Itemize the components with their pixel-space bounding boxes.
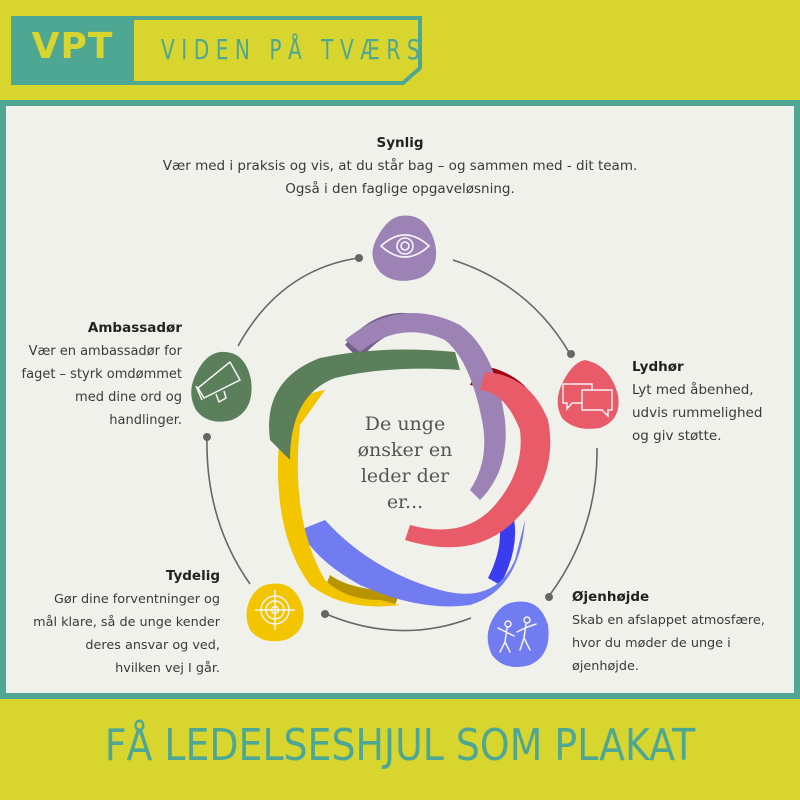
- ambassador-title: Ambassadør: [87, 320, 182, 336]
- tydelig-text-line: deres ansvar og ved,: [85, 638, 220, 653]
- synlig-title: Synlig: [376, 135, 424, 151]
- ojenhojde-text-line: øjenhøjde.: [572, 659, 639, 674]
- center-text-line: ønsker en: [357, 439, 453, 461]
- tydelig-icon-blob: [246, 583, 304, 642]
- lydhor-text-line: udvis rummelighed: [632, 405, 763, 421]
- synlig-icon-blob: [372, 215, 437, 281]
- poster-cta-link[interactable]: FÅ LEDELSESHJUL SOM PLAKAT: [104, 720, 696, 771]
- chat-bubbles-icon: [562, 383, 613, 418]
- synlig-text-line: Vær med i praksis og vis, at du står bag…: [162, 158, 638, 174]
- ambassador-text-line: handlinger.: [109, 413, 182, 428]
- lydhor-icon-blob: [557, 360, 619, 429]
- target-icon: [255, 590, 295, 630]
- connector-arcs: [206, 257, 598, 632]
- wheel-center-text: De unge ønsker en leder der er...: [350, 411, 460, 515]
- ojenhojde-section: Øjenhøjde Skab en afslappet atmosfære, h…: [572, 586, 797, 678]
- ambassador-text-line: faget – styrk omdømmet: [21, 367, 182, 382]
- logo-abbr: VPT: [31, 26, 114, 67]
- logo-abbr-block: VPT: [11, 16, 134, 85]
- tydelig-title: Tydelig: [165, 568, 220, 584]
- ojenhojde-icon-blob: [487, 601, 549, 668]
- eye-icon: [379, 234, 431, 258]
- ambassador-icon-blob: [191, 351, 252, 422]
- ojenhojde-text-line: hvor du møder de unge i: [572, 636, 731, 651]
- lydhor-text-line: og giv støtte.: [632, 428, 722, 444]
- tydelig-text-line: mål klare, så de unge kender: [33, 615, 220, 630]
- logo-name: VIDEN PÅ TVÆRS: [161, 33, 427, 66]
- ambassador-section: Ambassadør Vær en ambassadør for faget –…: [8, 317, 182, 432]
- center-text-line: leder der er...: [360, 465, 450, 513]
- lydhor-text-line: Lyt med åbenhed,: [632, 382, 754, 398]
- ribbon-knot: [269, 312, 551, 607]
- ambassador-text-line: med dine ord og: [75, 390, 182, 405]
- tydelig-text-line: hvilken vej I går.: [115, 661, 220, 676]
- center-text-line: De unge: [364, 413, 446, 435]
- megaphone-icon: [195, 361, 241, 403]
- connector-dots: [203, 254, 575, 618]
- ambassador-text-line: Vær en ambassadør for: [28, 344, 182, 359]
- dancing-people-icon: [497, 616, 537, 653]
- lydhor-section: Lydhør Lyt med åbenhed, udvis rummelighe…: [632, 356, 797, 448]
- ojenhojde-title: Øjenhøjde: [572, 589, 650, 605]
- tydelig-section: Tydelig Gør dine forventninger og mål kl…: [10, 565, 220, 680]
- ojenhojde-text-line: Skab en afslappet atmosfære,: [572, 613, 765, 628]
- lydhor-title: Lydhør: [632, 359, 684, 375]
- vpt-logo: VPT VIDEN PÅ TVÆRS: [11, 16, 425, 85]
- tydelig-text-line: Gør dine forventninger og: [53, 592, 220, 607]
- synlig-section: Synlig Vær med i praksis og vis, at du s…: [130, 132, 670, 201]
- synlig-text-line: Også i den faglige opgaveløsning.: [285, 181, 515, 197]
